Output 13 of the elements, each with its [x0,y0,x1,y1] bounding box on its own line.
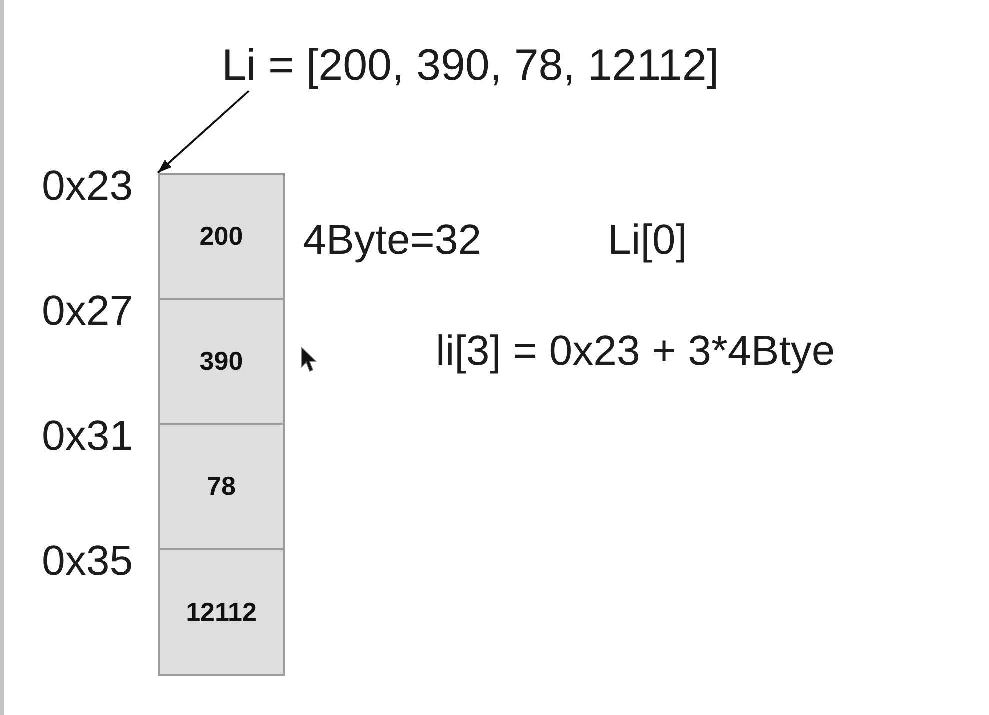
index-expression: Li[0] [608,216,688,264]
memory-cell: 200 [158,173,285,300]
memory-cell: 78 [158,423,285,550]
memory-cell: 390 [158,298,285,425]
address-formula: li[3] = 0x23 + 3*4Btye [436,328,836,374]
memory-address: 0x31 [42,412,134,460]
memory-cell: 12112 [158,548,285,676]
memory-address: 0x23 [42,162,134,210]
memory-address: 0x27 [42,288,134,334]
list-definition: Li = [200, 390, 78, 12112] [222,42,720,90]
arrow [157,90,250,174]
element-size-note: 4Byte=32 [303,216,482,264]
memory-address: 0x35 [42,538,134,584]
